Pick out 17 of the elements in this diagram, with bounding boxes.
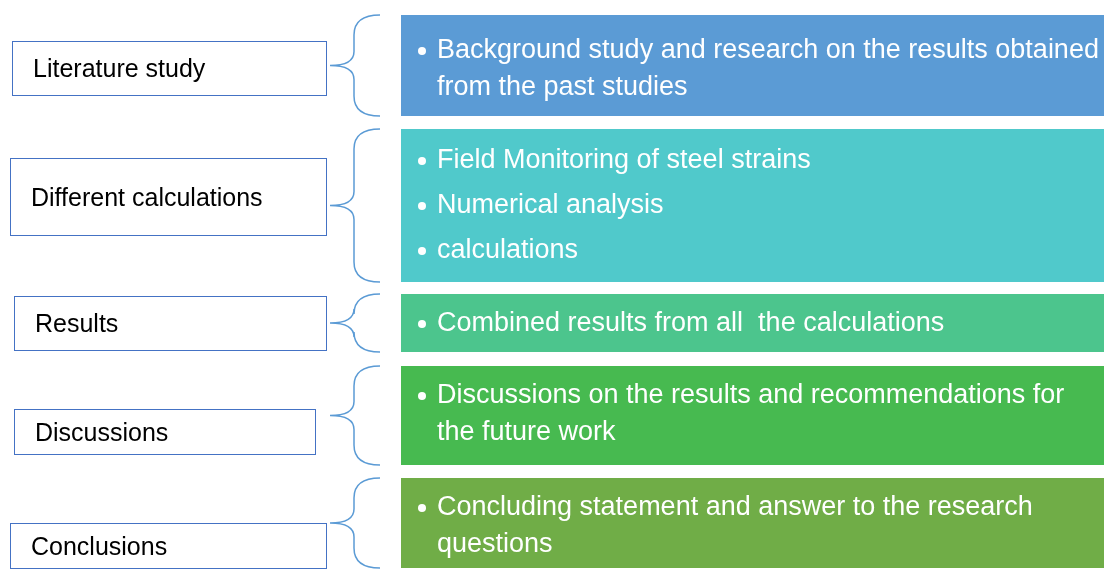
label-box: Results: [14, 296, 327, 351]
label-box: Conclusions: [10, 523, 327, 569]
bullet-panel: [400, 365, 1105, 466]
label-box: Literature study: [12, 41, 327, 96]
bullet-panel: [400, 477, 1105, 569]
bullet-text: Combined results from all the calculations: [437, 306, 945, 339]
bullet-text: Field Monitoring of steel strains: [437, 143, 811, 176]
bullet-text: Concluding statement and answer to the research questions: [437, 490, 1034, 560]
bullet-text: Numerical analysis: [437, 188, 664, 221]
bullet-text: Background study and research on the results obtained from the past studies: [437, 33, 1100, 103]
bullet-panel: [400, 14, 1105, 117]
bullet-text: calculations: [437, 233, 579, 266]
label-box: Discussions: [14, 409, 316, 455]
label-box: Different calculations: [10, 158, 327, 236]
bullet-panel: [400, 128, 1105, 283]
bullet-panel: [400, 293, 1105, 353]
bullet-text: Discussions on the results and recommendations for the future work: [437, 378, 1066, 448]
